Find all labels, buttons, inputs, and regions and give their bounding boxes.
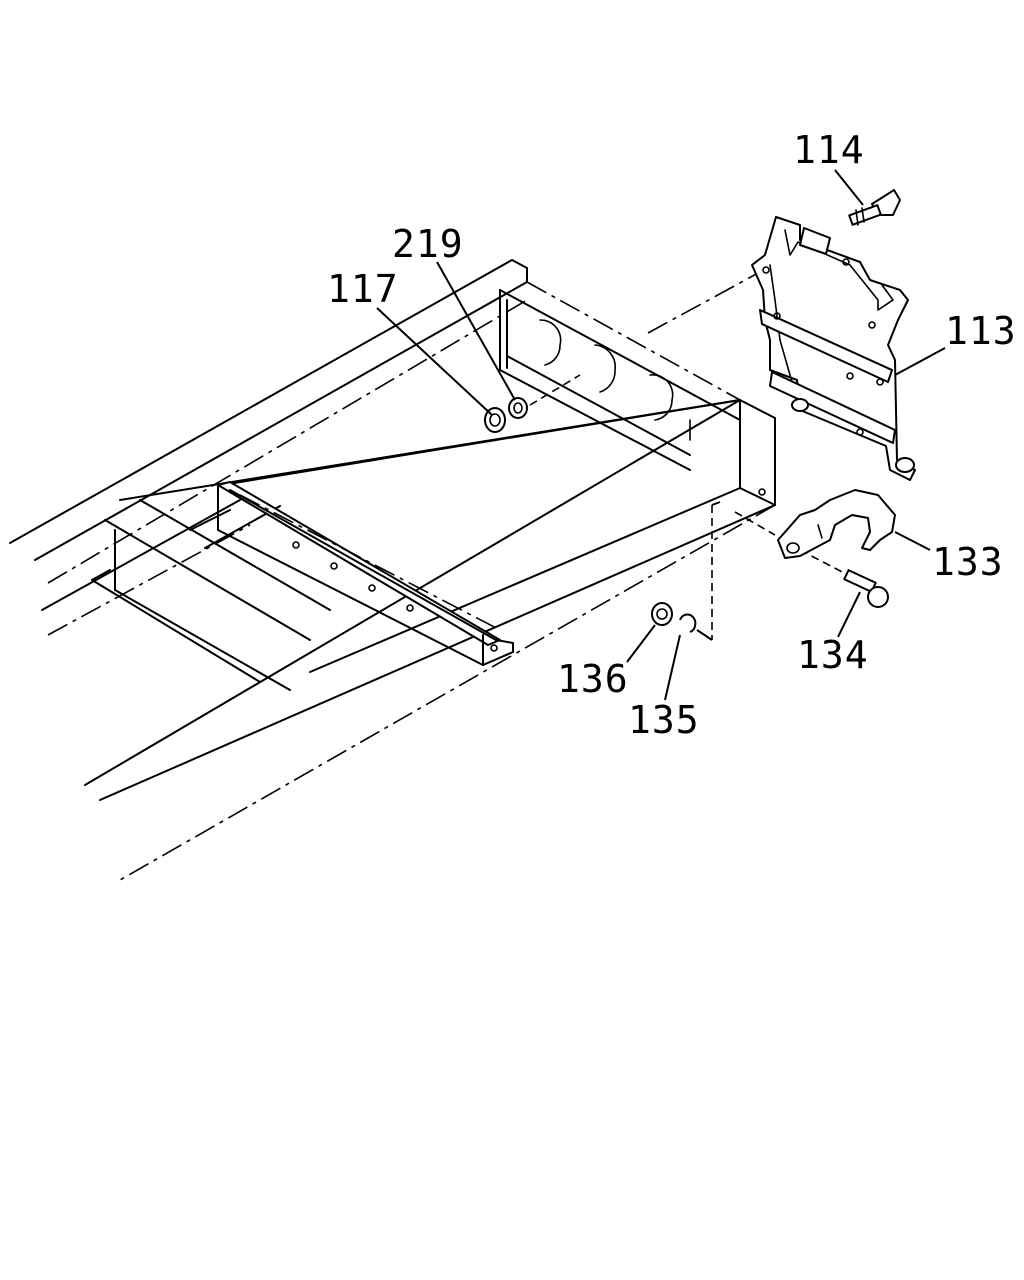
nut-136 [651,602,673,626]
callout-134: 134 [797,633,869,677]
split-washer-135 [679,613,697,633]
callout-labels: 114 113 219 117 133 134 136 135 [327,128,1017,742]
callout-117: 117 [327,267,399,311]
washer-219 [508,397,528,419]
chassis-frame [9,259,849,881]
callout-135: 135 [628,698,700,742]
bolt-114 [848,189,901,226]
tow-hook-133 [777,489,896,559]
callout-219: 219 [392,222,464,266]
callout-133: 133 [932,540,1004,584]
mounting-plate-113 [751,216,916,481]
leader-lines [376,169,946,701]
callout-113: 113 [945,309,1017,353]
callout-114: 114 [793,128,865,172]
callout-136: 136 [557,657,629,701]
pin-134 [843,569,889,608]
